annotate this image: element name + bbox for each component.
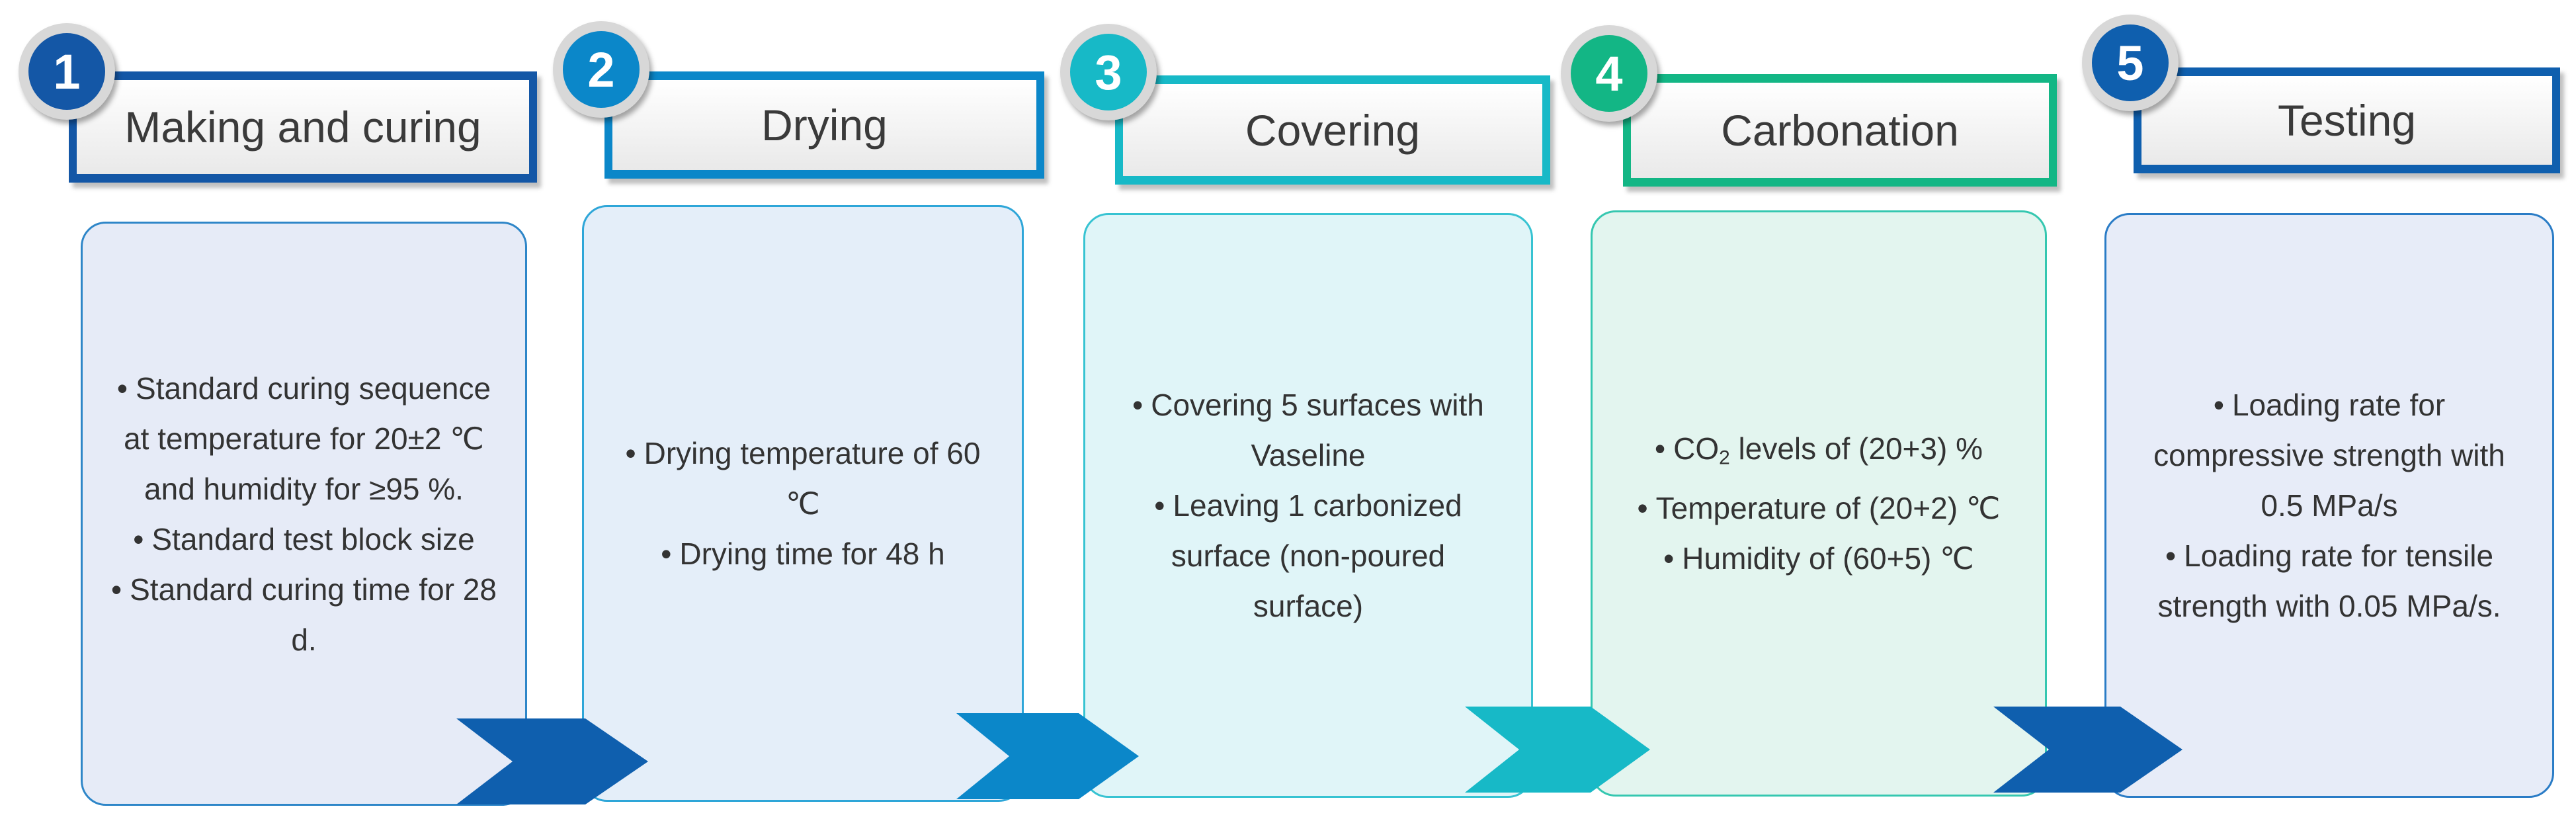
step-3-badge: 3 [1060,24,1157,120]
bullet-dot-icon: • [625,436,636,470]
step-5-title: Testing [2277,96,2417,145]
step-4-badge: 4 [1561,25,1657,122]
bullet-dot-icon: • [111,572,122,607]
bullet-dot-icon: • [1663,541,1675,576]
step-2-badge: 2 [553,21,649,118]
step-4-bullet-2: •Temperature of (20+2) ℃ [1637,491,2001,526]
bullet-dot-icon: • [661,537,672,571]
step-4-bullet-1: •CO2 levels of (20+3) % [1655,431,1983,469]
chevron-shape [456,718,648,804]
step-1-number: 1 [28,33,105,110]
step-2-bullet-1: •Drying temperature of 60 ℃ [625,436,981,521]
step-5-bullet-1: •Loading rate for compressive strength w… [2153,388,2505,523]
step-3-bullet-2: •Leaving 1 carbonized surface (non-poure… [1154,488,1462,623]
step-1-bullet-2: •Standard test block size [133,521,475,556]
bullet-dot-icon: • [1154,488,1165,523]
step-3-bullet-1: •Covering 5 surfaces with Vaseline [1132,388,1484,472]
chevron-shape [956,713,1139,799]
arrow-1-2-icon [456,718,648,804]
arrow-3-4-icon [1465,707,1650,793]
bullet-dot-icon: • [1637,491,1648,526]
step-5-number: 5 [2092,24,2169,101]
step-1-panel: •Standard curing sequence at temperature… [81,222,527,806]
step-1-badge: 1 [19,23,115,120]
step-4-header: Carbonation [1623,74,2057,187]
step-4-number: 4 [1571,35,1647,112]
step-2-header: Drying [604,71,1044,179]
step-4-panel: •CO2 levels of (20+3) % •Temperature of … [1591,210,2047,797]
chevron-shape [1465,707,1650,793]
bullet-dot-icon: • [1655,431,1666,466]
step-5-bullet-2: •Loading rate for tensile strength with … [2157,539,2501,623]
step-2-number: 2 [563,31,640,108]
step-2-title: Drying [761,101,888,150]
step-5-badge: 5 [2082,15,2179,111]
step-1-bullet-1: •Standard curing sequence at temperature… [116,370,491,506]
arrow-2-3-icon [956,713,1139,799]
bullet-dot-icon: • [1132,388,1143,422]
step-3-number: 3 [1070,34,1147,110]
step-5-panel: •Loading rate for compressive strength w… [2104,213,2554,798]
step-4-bullet-3: •Humidity of (60+5) ℃ [1663,541,1974,576]
step-3-header: Covering [1115,75,1550,185]
bullet-dot-icon: • [2213,388,2224,422]
chevron-shape [1993,707,2182,793]
bullet-dot-icon: • [116,370,128,406]
step-1-title: Making and curing [124,103,481,152]
arrow-4-5-icon [1993,707,2182,793]
step-3-panel: •Covering 5 surfaces with Vaseline •Leav… [1083,213,1533,798]
bullet-dot-icon: • [133,521,144,556]
step-2-bullet-2: •Drying time for 48 h [661,537,945,571]
step-5-header: Testing [2134,67,2560,173]
step-3-title: Covering [1245,105,1421,155]
step-2-panel: •Drying temperature of 60 ℃ •Drying time… [582,205,1024,802]
bullet-dot-icon: • [2165,539,2177,573]
step-1-header: Making and curing [69,71,537,183]
step-1-bullet-3: •Standard curing time for 28 d. [111,572,497,657]
step-4-title: Carbonation [1721,106,1959,155]
